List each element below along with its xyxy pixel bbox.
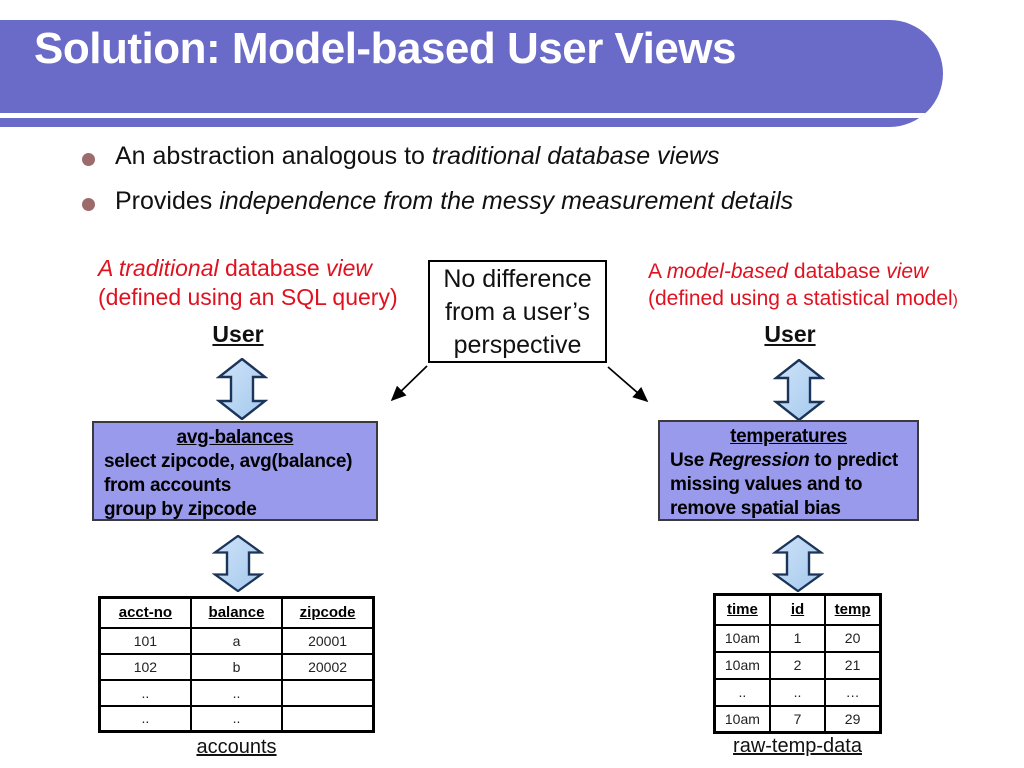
- table-cell: ..: [98, 704, 192, 733]
- table-cell: b: [189, 652, 284, 681]
- bullet-2-text: Provides: [115, 187, 220, 215]
- sql-line: select zipcode, avg(balance): [104, 451, 353, 472]
- bullet-icon: [82, 153, 95, 166]
- model-line-run: Regression: [708, 450, 810, 471]
- traditional-view-annotation-line2: (defined using an SQL query): [98, 284, 398, 310]
- table-row: .. ..: [98, 704, 375, 733]
- table-header-row: acct-no balance zipcode: [98, 596, 375, 629]
- annotation-run: (defined using a statistical model: [648, 287, 953, 310]
- table-cell: 29: [824, 704, 882, 734]
- raw-temp-data-table-caption: raw-temp-data: [733, 735, 862, 757]
- table-row: .. .. …: [713, 677, 882, 707]
- table-cell: ..: [713, 677, 771, 707]
- view-box-title: temperatures: [730, 426, 847, 447]
- double-arrow-icon: [212, 535, 264, 592]
- double-arrow-icon: [773, 359, 825, 421]
- table-cell: 21: [824, 650, 882, 680]
- bullet-2-italic-text: independence from the messy measurement …: [219, 187, 794, 215]
- table-row: 10am 7 29: [713, 704, 882, 734]
- banner-divider-line: [0, 113, 943, 118]
- table-cell: 10am: [713, 650, 771, 680]
- temperatures-view-box: temperatures Use Regression to predict m…: [658, 420, 919, 521]
- bullet-item-1: An abstraction analogous to traditional …: [115, 142, 720, 171]
- double-arrow-icon: [216, 358, 268, 420]
- bullet-1-text: An abstraction analogous to: [115, 142, 432, 170]
- left-user-label: User: [212, 321, 264, 347]
- right-user-label: User: [764, 321, 816, 347]
- no-difference-note: No difference from a user’s perspective: [428, 260, 607, 363]
- annotation-run: database: [218, 255, 327, 281]
- model-view-annotation-line1: A model-based database view: [648, 258, 958, 285]
- annotation-run: A traditional: [98, 255, 219, 281]
- table-cell: ..: [98, 678, 192, 707]
- table-row: 102 b 20002: [98, 652, 375, 681]
- slide-title: Solution: Model-based User Views: [34, 24, 737, 73]
- accounts-table-caption: accounts: [196, 736, 277, 758]
- model-view-annotation-line2: (defined using a statistical model): [648, 285, 958, 314]
- column-header: zipcode: [281, 596, 375, 629]
- model-line-run: Use: [670, 450, 709, 471]
- traditional-view-annotation-line1: A traditional database view: [98, 254, 398, 283]
- bullet-item-2: Provides independence from the messy mea…: [115, 187, 793, 216]
- table-cell: 10am: [713, 704, 771, 734]
- table-cell: 7: [768, 704, 827, 734]
- annotation-run: database: [788, 260, 887, 283]
- table-cell: [281, 678, 375, 707]
- table-cell: [281, 704, 375, 733]
- raw-temp-data-table: time id temp 10am 1 20 10am 2 21 .. .. …: [713, 593, 882, 734]
- column-header: acct-no: [98, 596, 192, 629]
- table-cell: 102: [98, 652, 192, 681]
- table-cell: ..: [189, 678, 284, 707]
- view-box-title: avg-balances: [176, 427, 294, 448]
- table-cell: a: [189, 626, 284, 655]
- model-line: missing values and to: [670, 474, 863, 495]
- column-header: time: [713, 593, 771, 626]
- column-header: id: [768, 593, 827, 626]
- table-cell: 2: [768, 650, 827, 680]
- table-cell: 20002: [281, 652, 375, 681]
- table-cell: 20: [824, 623, 882, 653]
- double-arrow-icon: [772, 535, 824, 592]
- model-line: Use Regression to predict: [660, 449, 917, 473]
- annotation-run: A: [648, 260, 667, 283]
- sql-line: from accounts: [104, 475, 232, 496]
- left-pointer-arrow-icon: [390, 365, 428, 402]
- model-view-annotation: A model-based database view (defined usi…: [648, 258, 958, 314]
- model-line: remove spatial bias: [670, 498, 841, 519]
- table-row: 10am 2 21: [713, 650, 882, 680]
- table-row: 101 a 20001: [98, 626, 375, 655]
- column-header: balance: [189, 596, 284, 629]
- table-cell: ..: [768, 677, 827, 707]
- column-header: temp: [824, 593, 882, 626]
- accounts-table: acct-no balance zipcode 101 a 20001 102 …: [98, 596, 375, 733]
- bullet-icon: [82, 198, 95, 211]
- traditional-view-annotation: A traditional database view (defined usi…: [98, 254, 398, 312]
- annotation-run: model-based: [666, 260, 789, 283]
- model-line-run: to predict: [809, 450, 898, 471]
- table-row: .. ..: [98, 678, 375, 707]
- right-pointer-arrow-icon: [607, 366, 649, 403]
- table-row: 10am 1 20: [713, 623, 882, 653]
- bullet-1-italic-text: traditional database views: [431, 142, 720, 170]
- table-cell: 10am: [713, 623, 771, 653]
- annotation-run: view: [326, 255, 373, 281]
- table-cell: …: [824, 677, 882, 707]
- header-banner: [0, 20, 943, 127]
- sql-line: group by zipcode: [104, 499, 257, 520]
- table-header-row: time id temp: [713, 593, 882, 626]
- table-cell: 20001: [281, 626, 375, 655]
- table-cell: 1: [768, 623, 827, 653]
- annotation-run: view: [886, 260, 929, 283]
- table-cell: 101: [98, 626, 192, 655]
- annotation-run: ): [952, 292, 958, 309]
- avg-balances-view-box: avg-balances select zipcode, avg(balance…: [92, 421, 378, 521]
- table-cell: ..: [189, 704, 284, 733]
